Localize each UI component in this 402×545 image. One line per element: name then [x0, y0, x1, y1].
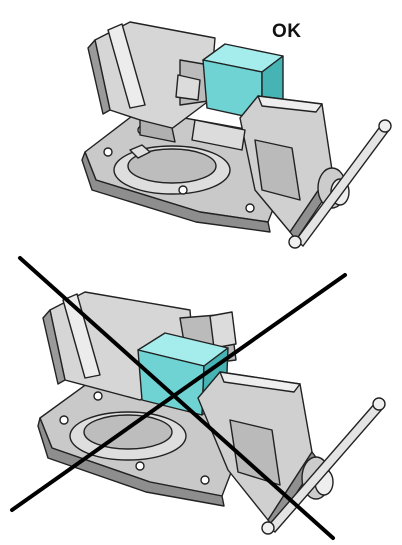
- incorrect-clamping-panel: [37, 291, 386, 535]
- vise-movable-jaw: [239, 95, 339, 241]
- x-mark-icon: [10, 256, 347, 540]
- ok-label: OK: [272, 21, 302, 42]
- correct-clamping-panel: [81, 21, 392, 249]
- vise-handle: [288, 119, 392, 249]
- vise-handle-2: [261, 397, 386, 535]
